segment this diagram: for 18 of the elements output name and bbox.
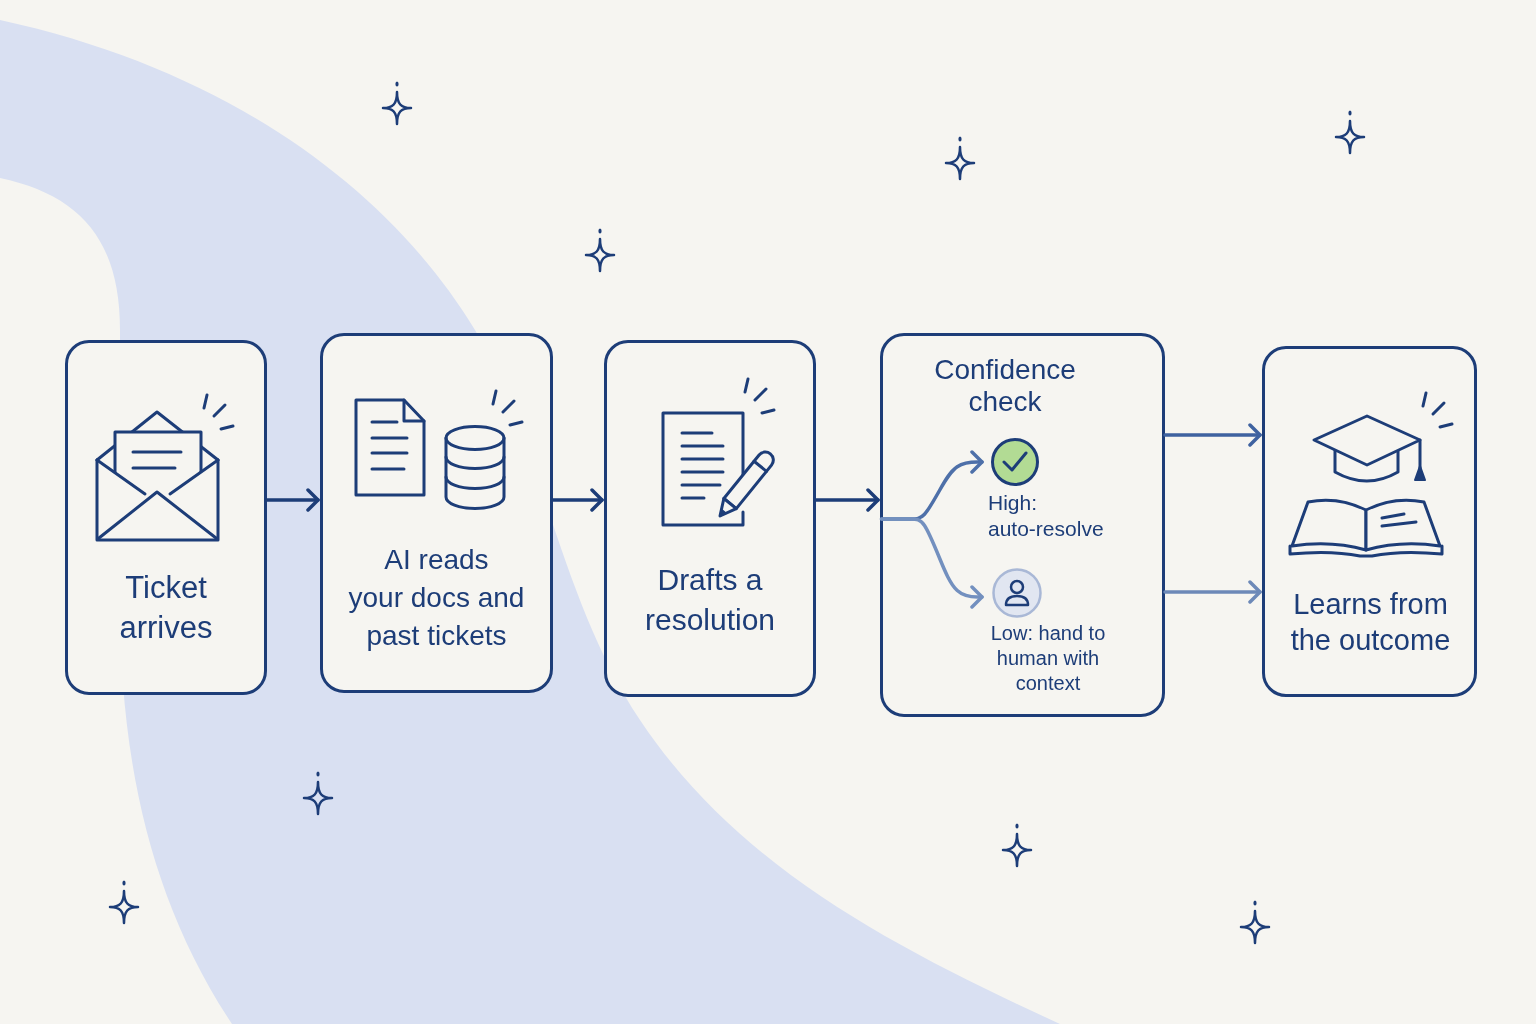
arrow [879,517,984,609]
step-card [880,333,1165,717]
step-card [604,340,816,697]
step-label: Ticket arrives [119,569,213,647]
arrow [1163,580,1262,604]
outcome-label: Low: hand to human with context [990,621,1106,696]
arrow [1163,423,1262,447]
arrow [814,488,880,512]
step-label: AI reads your docs and past tickets [348,543,525,653]
step-card [1262,346,1477,697]
step-label: Confidence check [934,354,1076,418]
step-card [65,340,267,695]
arrow [265,488,320,512]
step-label: Learns from the outcome [1290,587,1451,658]
step-card [320,333,553,693]
arrow [551,488,604,512]
step-label: Drafts a resolution [644,562,776,638]
outcome-label: High: auto-resolve [988,490,1104,542]
